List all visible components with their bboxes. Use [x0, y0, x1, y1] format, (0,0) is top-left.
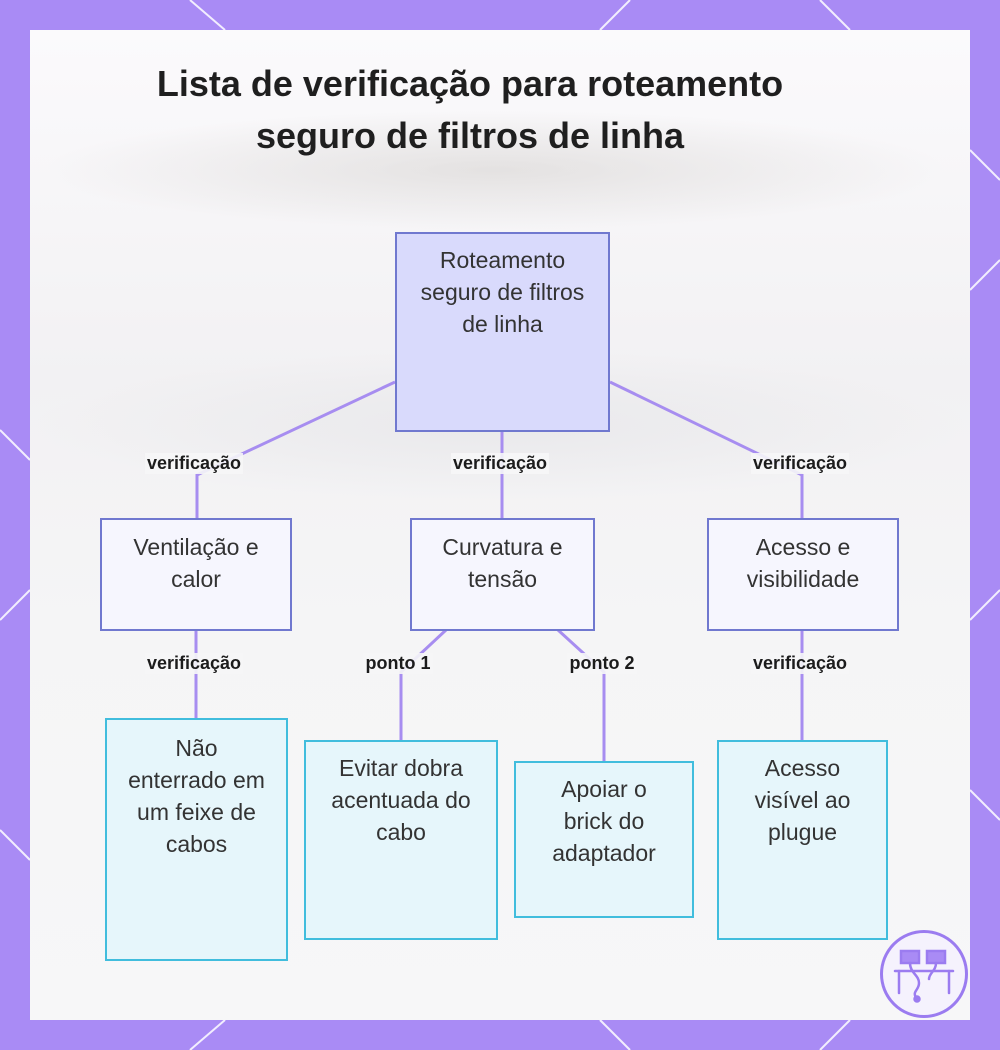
edge-curvatura-leaf2 — [556, 628, 606, 762]
edge-curvatura-leaf1 — [399, 628, 448, 742]
node-acesso-visivel-label: Acesso visível ao plugue — [754, 755, 851, 845]
edge-label-curvatura-leaf2: ponto 2 — [567, 653, 637, 674]
edge-label-root-acesso: verificação — [750, 453, 850, 474]
edge-root-acesso — [609, 380, 804, 520]
node-nao-enterrado: Não enterrado em um feixe de cabos — [105, 718, 288, 961]
node-evitar-dobra: Evitar dobra acentuada do cabo — [304, 740, 498, 940]
node-evitar-dobra-label: Evitar dobra acentuada do cabo — [331, 755, 471, 845]
page-title: Lista de verificação para roteamento seg… — [0, 58, 940, 162]
title-line-1: Lista de verificação para roteamento — [156, 63, 784, 104]
title-line-2: seguro de filtros de linha — [255, 115, 685, 156]
node-nao-enterrado-label: Não enterrado em um feixe de cabos — [128, 735, 265, 857]
node-ventilacao: Ventilação e calor — [100, 518, 292, 631]
node-curvatura: Curvatura e tensão — [410, 518, 595, 631]
background-blur — [40, 110, 950, 230]
desk-network-icon — [880, 930, 968, 1018]
node-acesso-label: Acesso e visibilidade — [746, 534, 860, 592]
edge-root-ventilacao — [195, 380, 396, 520]
node-ventilacao-label: Ventilação e calor — [133, 534, 259, 592]
node-apoiar-brick: Apoiar o brick do adaptador — [514, 761, 694, 918]
edge-label-ventilacao-leaf: verificação — [144, 653, 244, 674]
edge-label-acesso-leaf: verificação — [750, 653, 850, 674]
edge-label-root-curvatura: verificação — [450, 453, 550, 474]
node-root-label: Roteamento seguro de filtros de linha — [420, 247, 585, 337]
node-apoiar-brick-label: Apoiar o brick do adaptador — [552, 776, 656, 866]
node-root: Roteamento seguro de filtros de linha — [395, 232, 610, 432]
edge-label-curvatura-leaf1: ponto 1 — [363, 653, 433, 674]
edge-label-root-ventilacao: verificação — [144, 453, 244, 474]
node-acesso-visivel: Acesso visível ao plugue — [717, 740, 888, 940]
node-acesso: Acesso e visibilidade — [707, 518, 899, 631]
node-curvatura-label: Curvatura e tensão — [442, 534, 563, 592]
